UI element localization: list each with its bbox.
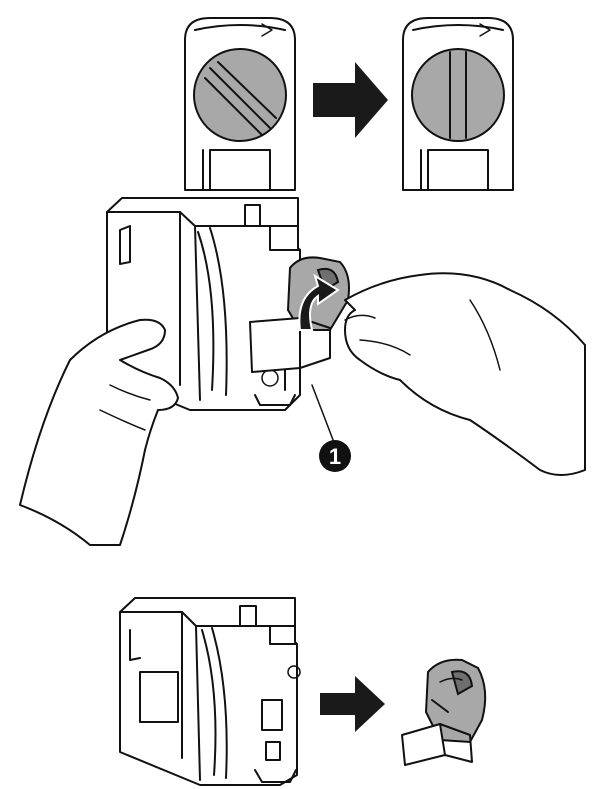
step-twist-lever: 1 [19, 197, 586, 546]
ink-cartridge-icon [119, 597, 301, 786]
arrow-right-icon [320, 676, 385, 732]
callout-marker [319, 440, 351, 472]
step-remove-cap [119, 597, 487, 786]
cap-lever-horizontal-icon [184, 17, 296, 191]
right-hand-icon [344, 272, 586, 476]
callout-label: 1 [329, 444, 341, 469]
callout-1: 1 [311, 384, 351, 472]
step-cap-rotation [184, 17, 514, 191]
cap-lever-vertical-icon [402, 17, 514, 191]
left-hand-icon [19, 318, 179, 546]
protective-cap-icon [401, 658, 487, 766]
rotate-arrow-icon [298, 273, 340, 331]
arrow-right-icon [313, 62, 388, 138]
